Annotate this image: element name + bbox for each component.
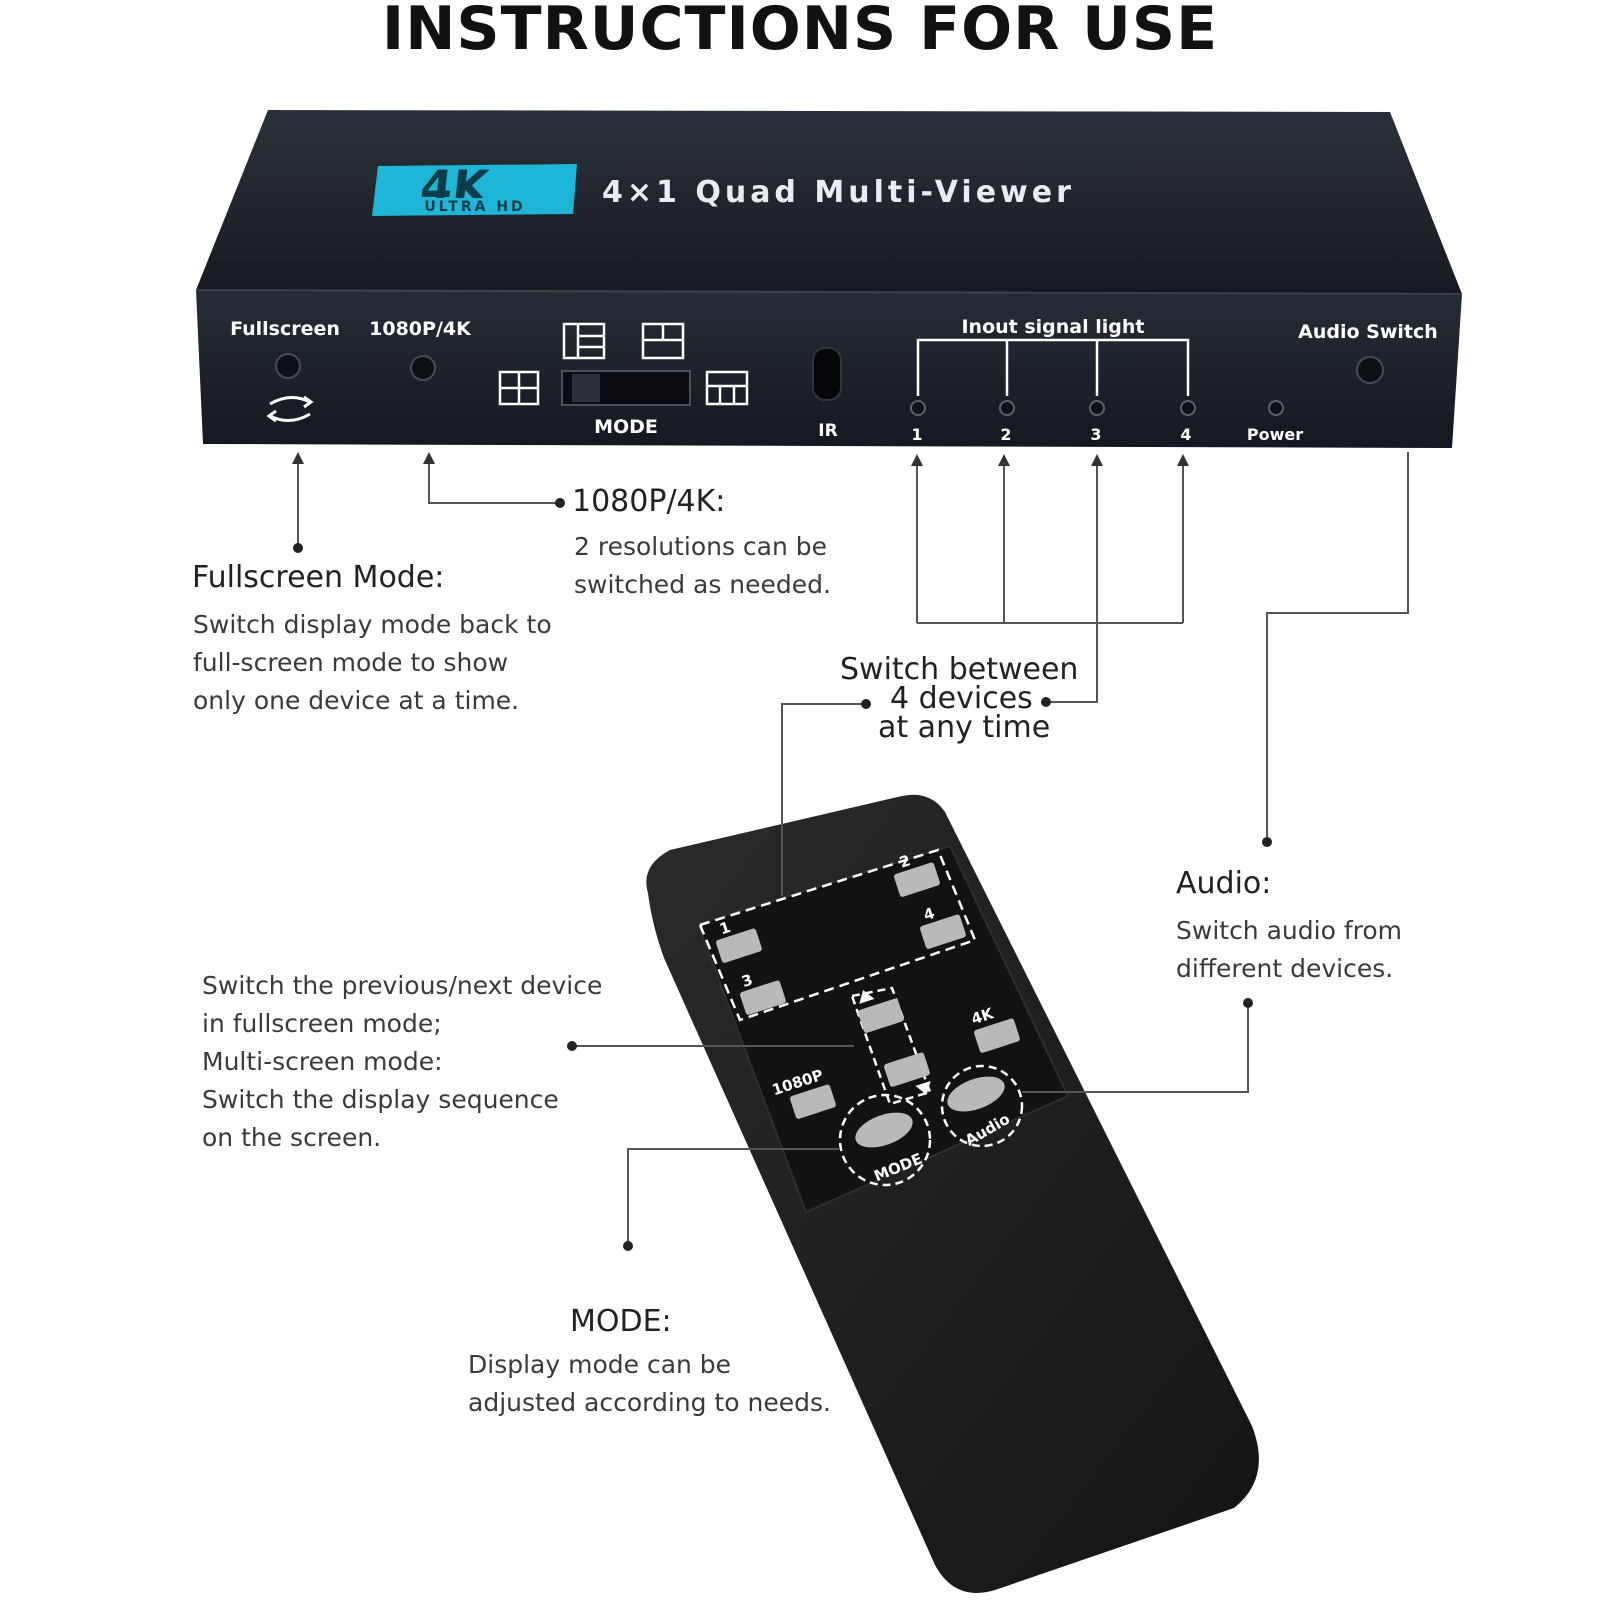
resolution-callout-line-1: 2 resolutions can be xyxy=(574,532,828,561)
mode-callout-line-2: adjusted according to needs. xyxy=(468,1388,831,1417)
channel-2-label: 2 xyxy=(1000,425,1011,444)
fullscreen-label: Fullscreen xyxy=(230,318,340,340)
switch-callout-line-2: 4 devices xyxy=(890,681,1033,716)
switch-callout-line-3: at any time xyxy=(878,710,1051,745)
layout-icon-quad xyxy=(498,370,540,406)
leader-dots xyxy=(293,498,1272,1251)
fullscreen-button[interactable] xyxy=(275,353,301,379)
page-title: INSTRUCTIONS FOR USE xyxy=(381,0,1219,64)
multi-viewer-device: 4K ULTRA HD 4×1 Quad Multi-Viewer Fullsc… xyxy=(195,110,1463,448)
power-led xyxy=(1268,400,1284,416)
layout-icon-bottom-split xyxy=(705,370,749,406)
audio-callout-title: Audio: xyxy=(1176,866,1272,901)
remote-key-down[interactable] xyxy=(883,1052,936,1105)
audio-callout-line-2: different devices. xyxy=(1176,954,1394,983)
remote-control: 1 2 3 4 4K xyxy=(646,794,1259,1593)
remote-keypad-panel xyxy=(696,844,1070,1214)
mode-slider-knob[interactable] xyxy=(572,374,600,402)
layout-icon-top-split xyxy=(641,322,685,360)
device-top xyxy=(196,110,1462,294)
arrowheads xyxy=(292,452,1189,466)
resolution-button[interactable] xyxy=(410,355,436,381)
ir-label: IR xyxy=(818,421,837,441)
fullscreen-callout-title: Fullscreen Mode: xyxy=(192,560,445,595)
signal-light-label: Inout signal light xyxy=(961,316,1144,338)
cycle-arrows-icon xyxy=(266,395,314,423)
nav-callout-line-2: in fullscreen mode; xyxy=(202,1009,442,1038)
signal-led-4 xyxy=(1180,400,1196,416)
layout-icon-main-side xyxy=(562,322,606,360)
nav-callout-line-5: on the screen. xyxy=(202,1123,382,1152)
channel-1-label: 1 xyxy=(911,425,922,444)
4k-ultra-hd-logo: 4K ULTRA HD xyxy=(372,160,577,216)
channel-4-label: 4 xyxy=(1180,425,1191,444)
nav-callout-line-1: Switch the previous/next device xyxy=(202,971,603,1000)
audio-switch-label: Audio Switch xyxy=(1298,321,1438,343)
signal-led-1 xyxy=(910,400,926,416)
power-label: Power xyxy=(1247,425,1303,444)
resolution-callout-title: 1080P/4K: xyxy=(572,484,726,519)
mode-callout-title: MODE: xyxy=(570,1304,672,1339)
nav-callout-line-3: Multi-screen mode: xyxy=(202,1047,443,1076)
signal-led-2 xyxy=(999,400,1015,416)
resolution-label: 1080P/4K xyxy=(369,318,472,340)
nav-callout-line-4: Switch the display sequence xyxy=(202,1085,559,1114)
audio-switch-button[interactable] xyxy=(1356,356,1384,384)
mode-label: MODE xyxy=(594,416,658,438)
signal-led-3 xyxy=(1089,400,1105,416)
remote-key-up[interactable] xyxy=(852,981,905,1034)
fullscreen-callout-line-3: only one device at a time. xyxy=(193,686,520,715)
channel-3-label: 3 xyxy=(1090,425,1101,444)
mode-callout-line-1: Display mode can be xyxy=(468,1350,732,1379)
switch-callout-line-1: Switch between xyxy=(840,652,1079,687)
audio-callout-line-1: Switch audio from xyxy=(1176,916,1403,945)
leader-lines xyxy=(297,452,1409,1245)
fullscreen-callout-line-1: Switch display mode back to xyxy=(193,610,552,639)
fullscreen-callout-line-2: full-screen mode to show xyxy=(193,648,509,677)
logo-ultra-hd-text: ULTRA HD xyxy=(424,199,525,215)
device-model-text: 4×1 Quad Multi-Viewer xyxy=(602,175,1075,210)
resolution-callout-line-2: switched as needed. xyxy=(574,570,831,599)
ir-receiver xyxy=(812,347,842,401)
